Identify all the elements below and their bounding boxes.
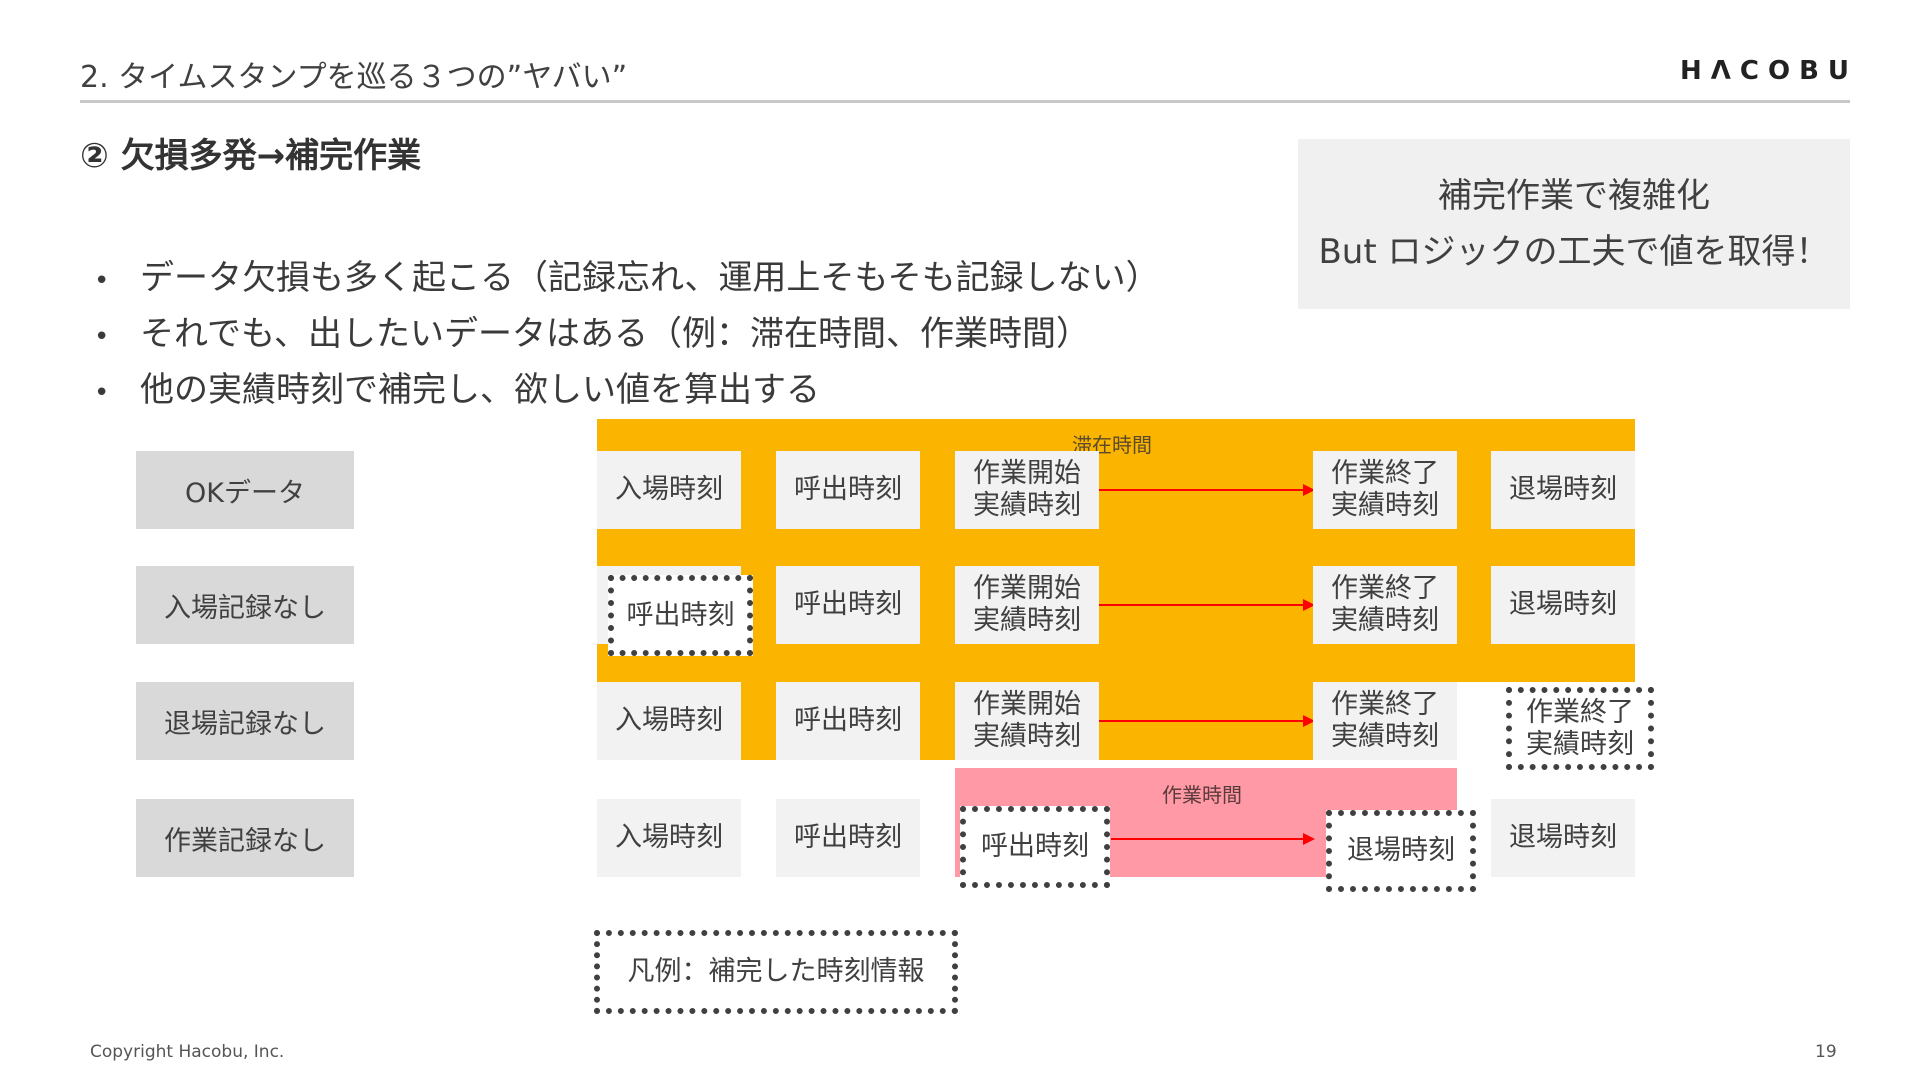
cell-supplemented-exit-time: 退場時刻 [1326, 810, 1476, 892]
cell-entry-time: 入場時刻 [597, 799, 741, 877]
callout-box: 補完作業で複雑化 But ロジックの工夫で値を取得！ [1298, 139, 1850, 309]
bullet-dot: • [94, 266, 110, 296]
cell-work-end-time: 作業終了 実績時刻 [1313, 451, 1457, 529]
bullet-list: • データ欠損も多く起こる（記録忘れ、運用上そもそも記録しない） • それでも、出し… [94, 250, 1160, 418]
row-label-no-exit: 退場記録なし [136, 682, 354, 760]
callout-line-2: But ロジックの工夫で値を取得！ [1318, 232, 1830, 272]
bullet-dot: • [94, 378, 110, 408]
row-label-ok-data: OKデータ [136, 451, 354, 529]
cell-work-start-time: 作業開始 実績時刻 [955, 566, 1099, 644]
bullet-item: • それでも、出したいデータはある（例：滞在時間、作業時間） [94, 306, 1160, 362]
header-divider [80, 100, 1850, 103]
cell-exit-time: 退場時刻 [1491, 799, 1635, 877]
bullet-text: それでも、出したいデータはある（例：滞在時間、作業時間） [140, 314, 1090, 354]
bullet-item: • データ欠損も多く起こる（記録忘れ、運用上そもそも記録しない） [94, 250, 1160, 306]
arrow-head-icon [1303, 599, 1315, 611]
cell-entry-time: 入場時刻 [597, 682, 741, 760]
cell-work-start-time: 作業開始 実績時刻 [955, 451, 1099, 529]
cell-work-end-time: 作業終了 実績時刻 [1313, 682, 1457, 760]
arrow-line [1099, 489, 1309, 491]
stay-time-band-gap-2 [597, 644, 1635, 682]
work-time-label: 作業時間 [1162, 783, 1242, 807]
bullet-text: 他の実績時刻で補完し、欲しい値を算出する [140, 370, 820, 410]
arrow-head-icon [1303, 715, 1315, 727]
page-header-title: 2. タイムスタンプを巡る３つの”ヤバい” [80, 60, 628, 95]
bullet-dot: • [94, 322, 110, 352]
copyright-text: Copyright Hacobu, Inc. [90, 1042, 285, 1062]
cell-supplemented-work-end-time: 作業終了 実績時刻 [1506, 687, 1654, 770]
bullet-item: • 他の実績時刻で補完し、欲しい値を算出する [94, 362, 1160, 418]
arrow-line [1099, 604, 1309, 606]
arrow-line [1099, 720, 1309, 722]
arrow-head-icon [1303, 484, 1315, 496]
cell-supplemented-call-time: 呼出時刻 [960, 806, 1110, 888]
page-number: 19 [1815, 1042, 1837, 1062]
bullet-text: データ欠損も多く起こる（記録忘れ、運用上そもそも記録しない） [140, 258, 1160, 298]
row-label-no-work: 作業記録なし [136, 799, 354, 877]
legend-supplemented: 凡例：補完した時刻情報 [594, 930, 958, 1014]
cell-entry-time: 入場時刻 [597, 451, 741, 529]
cell-exit-time: 退場時刻 [1491, 451, 1635, 529]
cell-supplemented-call-time: 呼出時刻 [608, 575, 753, 656]
stay-time-band-gap-1 [597, 529, 1635, 566]
row-label-no-entry: 入場記録なし [136, 566, 354, 644]
cell-exit-time: 退場時刻 [1491, 566, 1635, 644]
cell-work-end-time: 作業終了 実績時刻 [1313, 566, 1457, 644]
stay-time-band-top [597, 419, 1635, 453]
arrow-line [1111, 838, 1309, 840]
callout-line-1: 補完作業で複雑化 [1438, 176, 1710, 216]
section-title: ② 欠損多発→補完作業 [80, 136, 422, 176]
cell-call-time: 呼出時刻 [776, 682, 920, 760]
cell-call-time: 呼出時刻 [776, 566, 920, 644]
cell-call-time: 呼出時刻 [776, 799, 920, 877]
company-logo: HΛCOBU [1680, 56, 1858, 86]
cell-work-start-time: 作業開始 実績時刻 [955, 682, 1099, 760]
arrow-head-icon [1303, 833, 1315, 845]
cell-call-time: 呼出時刻 [776, 451, 920, 529]
